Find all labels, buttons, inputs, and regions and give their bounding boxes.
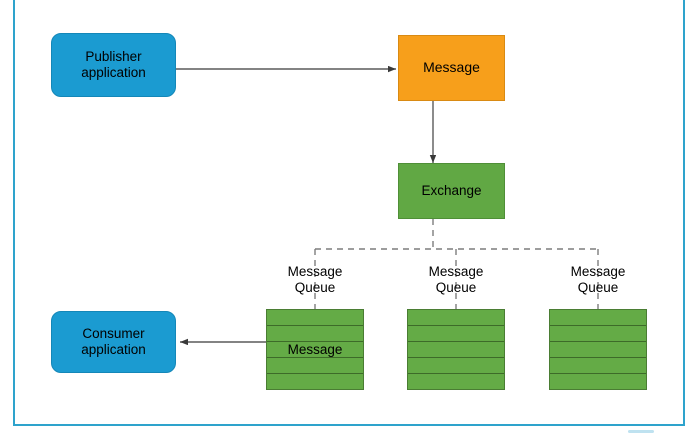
publisher-label-line1: Publisher (85, 48, 142, 64)
consumer-label-line1: Consumer (82, 325, 145, 341)
queue-2-cell-1[interactable] (408, 310, 504, 326)
queue-3-cell-1[interactable] (550, 310, 646, 326)
queue-3-label: Message Queue (549, 264, 647, 295)
queue-2-cell-4[interactable] (408, 358, 504, 374)
queue-2-label-line1: Message (428, 264, 484, 279)
message-label: Message (423, 59, 480, 76)
queue-2[interactable] (407, 309, 505, 390)
queue-1-cell-2[interactable] (267, 326, 363, 342)
queue-2-label: Message Queue (407, 264, 505, 295)
publisher-label: Publisher application (81, 49, 146, 82)
exchange-label: Exchange (421, 182, 482, 198)
queue-2-cell-5[interactable] (408, 374, 504, 389)
footer-mark (628, 430, 654, 433)
node-message[interactable]: Message (398, 35, 505, 101)
queue-2-label-line2: Queue (435, 279, 477, 295)
node-exchange[interactable]: Exchange (398, 163, 505, 219)
queue-3-cell-3[interactable] (550, 342, 646, 358)
queue-3[interactable] (549, 309, 647, 390)
publisher-label-line2: application (81, 65, 146, 80)
queue-1-label-line2: Queue (294, 279, 336, 295)
queue-1-cell-4[interactable] (267, 358, 363, 374)
queue-2-cell-2[interactable] (408, 326, 504, 342)
queue-2-cell-3[interactable] (408, 342, 504, 358)
queue-1-cell-5[interactable] (267, 374, 363, 389)
queue-1-cell-1[interactable] (267, 310, 363, 326)
node-consumer-application[interactable]: Consumer application (51, 311, 176, 373)
queue-1-label: Message Queue (266, 264, 364, 295)
node-publisher-application[interactable]: Publisher application (51, 33, 176, 97)
consumer-label-line2: application (81, 342, 146, 357)
queue-3-cell-2[interactable] (550, 326, 646, 342)
queue-1[interactable]: Message (266, 309, 364, 390)
queue-3-label-line2: Queue (577, 279, 619, 295)
queue-3-cell-4[interactable] (550, 358, 646, 374)
queue-1-cell-3[interactable]: Message (267, 342, 363, 358)
queue-3-label-line1: Message (570, 264, 626, 279)
queue-1-label-line1: Message (287, 264, 343, 279)
consumer-label: Consumer application (81, 326, 146, 359)
queue-3-cell-5[interactable] (550, 374, 646, 389)
